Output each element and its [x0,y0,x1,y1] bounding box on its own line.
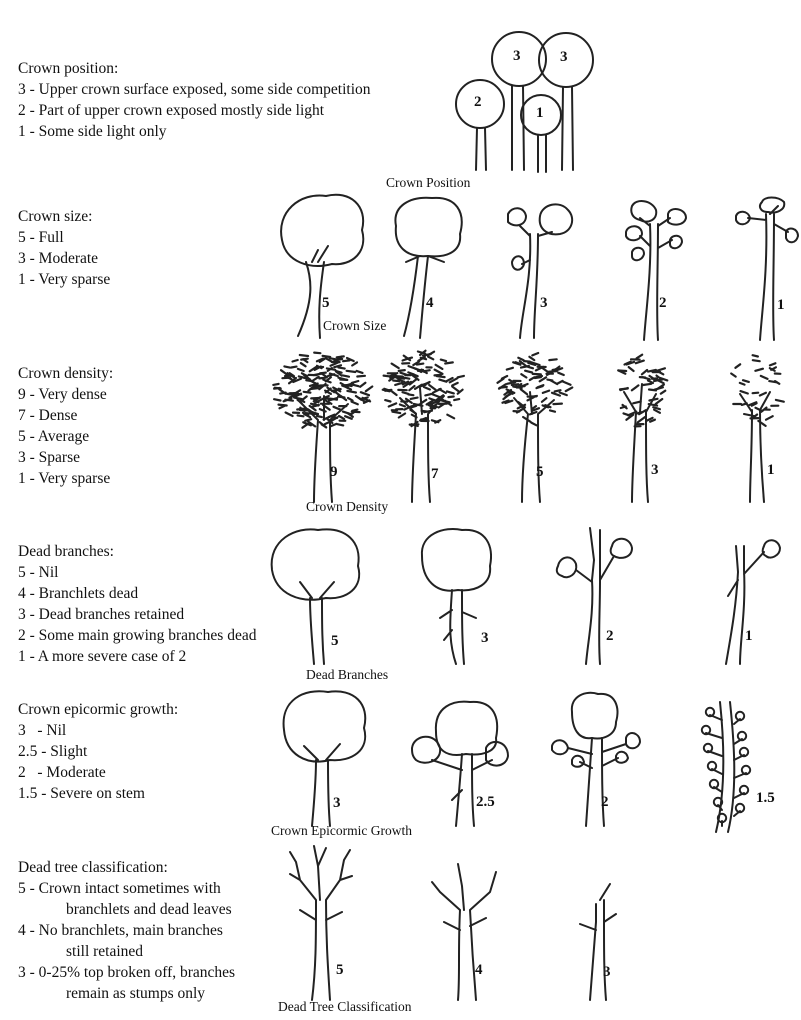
dead-tree-label-4: 4 [475,962,483,979]
dead-tree-branches-3 [580,884,616,1000]
dead-tree-caption: Dead Tree Classification [278,999,411,1015]
dead-tree-branches-4 [432,864,496,1000]
dead-tree-label-3: 3 [603,964,611,981]
dead-tree-label-5: 5 [336,962,344,979]
